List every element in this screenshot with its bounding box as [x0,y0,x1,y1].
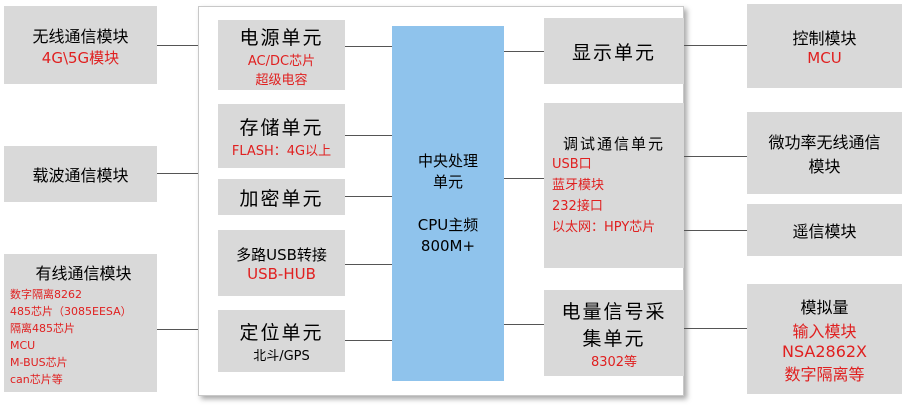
power-sampling-title2: 集单元 [582,327,646,350]
wired-item: 隔离485芯片 [10,322,75,335]
connector-sampling [504,324,544,325]
connector-crypto [345,196,392,197]
connector-wired [157,329,198,330]
power-unit: 电源单元 AC/DC芯片 超级电容 [218,20,345,90]
cpu-freq-value: 800M+ [420,236,476,255]
debug-comm-unit: 调试通信单元 USB口 蓝牙模块 232接口 以太网：HPY芯片 [544,103,684,268]
wired-item: can芯片等 [10,373,63,386]
positioning-unit-title: 定位单元 [239,322,324,344]
connector-position [345,340,392,341]
crypto-unit-title: 加密单元 [239,187,324,210]
wireless-comm-module: 无线通信模块 4G\5G模块 [4,6,157,84]
crypto-unit: 加密单元 [218,179,345,215]
connector-power [345,46,392,47]
micropower-title2: 模块 [808,157,841,176]
analog-sub1: 输入模块 [792,321,857,341]
micropower-wireless-module: 微功率无线通信 模块 [747,112,902,194]
power-unit-sub1: AC/DC芯片 [247,53,316,69]
connector-wireless [157,45,198,46]
storage-unit-sub: FLASH：4G以上 [231,144,332,159]
power-sampling-title1: 电量信号采 [561,300,667,323]
power-sampling-unit: 电量信号采 集单元 8302等 [544,290,684,376]
wired-comm-title: 有线通信模块 [35,264,132,283]
power-sampling-sub: 8302等 [590,354,638,370]
usb-hub-sub: USB-HUB [247,264,316,283]
connector-usb [345,264,392,265]
wired-item: M-BUS芯片 [10,356,68,369]
carrier-comm-module: 载波通信模块 [4,146,157,202]
cpu-title-line1: 中央处理 [417,151,478,170]
micropower-title1: 微功率无线通信 [768,133,881,152]
analog-input-module: 模拟量 输入模块 NSA2862X 数字隔离等 [747,284,902,394]
control-module-sub: MCU [807,49,842,67]
power-unit-title: 电源单元 [239,26,324,49]
analog-title: 模拟量 [800,297,849,317]
analog-sub2: NSA2862X [781,341,868,361]
connector-display [504,51,544,52]
debug-item: 以太网：HPY芯片 [552,220,656,235]
usb-hub-unit: 多路USB转接 USB-HUB [218,230,345,296]
display-unit: 显示单元 [544,18,684,84]
connector-control [684,45,747,46]
analog-sub3: 数字隔离等 [784,364,865,384]
cpu-freq-label: CPU主频 [417,215,479,234]
debug-item: USB口 [552,157,592,172]
debug-item: 蓝牙模块 [552,178,605,193]
display-unit-title: 显示单元 [571,41,656,64]
connector-micropower [684,156,747,157]
usb-hub-title: 多路USB转接 [236,245,327,264]
positioning-unit-sub: 北斗/GPS [253,349,310,364]
connector-storage [345,135,392,136]
telesignal-module: 遥信模块 [747,204,902,256]
storage-unit-title: 存储单元 [239,117,324,139]
control-module-title: 控制模块 [792,29,857,48]
debug-item: 232接口 [552,199,603,214]
connector-carrier [157,173,198,174]
wired-item: MCU [10,339,36,352]
power-unit-sub2: 超级电容 [255,72,308,88]
connector-debug [504,178,544,179]
carrier-comm-title: 载波通信模块 [32,166,129,185]
wireless-comm-sub: 4G\5G模块 [41,48,120,67]
storage-unit: 存储单元 FLASH：4G以上 [218,104,345,168]
control-module: 控制模块 MCU [747,4,902,88]
wired-comm-module: 有线通信模块 数字隔离8262 485芯片（3085EESA） 隔离485芯片 … [4,254,157,392]
connector-telesignal [684,230,747,231]
wired-item: 数字隔离8262 [10,288,82,301]
telesignal-title: 遥信模块 [792,222,857,241]
wired-item: 485芯片（3085EESA） [10,305,132,318]
wireless-comm-title: 无线通信模块 [32,26,129,46]
cpu-unit: 中央处理 单元 CPU主频 800M+ [392,26,504,381]
cpu-title-line2: 单元 [432,172,463,191]
debug-comm-title: 调试通信单元 [562,135,665,153]
connector-analog [684,328,747,329]
positioning-unit: 定位单元 北斗/GPS [218,310,345,372]
